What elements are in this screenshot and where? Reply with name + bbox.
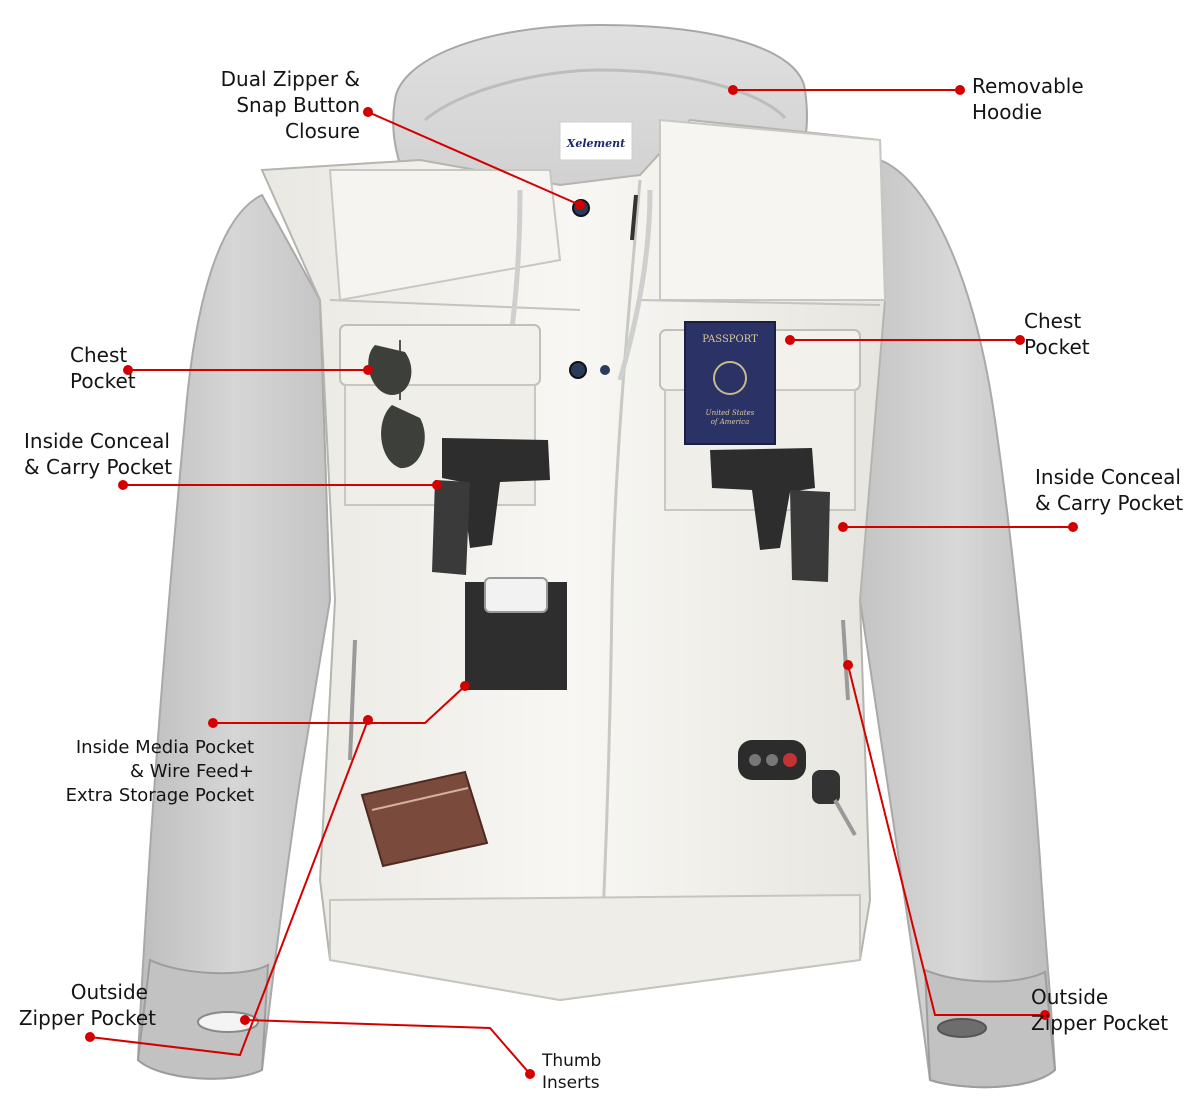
leader-zipper-left [89,719,369,1057]
passport-illustration [684,321,776,445]
brand-tag-text: Xelement [566,137,625,150]
passport-country-2: of America [711,418,750,426]
sunglasses-illustration [368,340,425,469]
label-chest-pocket-left: Chest Pocket [70,343,136,393]
label-media-pocket: Inside Media Pocket & Wire Feed+ Extra S… [65,737,254,806]
label-dual-zipper: Dual Zipper & Snap Button Closure [220,67,360,143]
side-zipper-left [348,639,357,761]
right-sleeve [858,158,1057,1089]
label-removable-hoodie: Removable Hoodie [972,74,1084,124]
label-chest-pocket-right: Chest Pocket [1024,309,1090,359]
label-thumb-inserts: Thumb Inserts [542,1051,602,1093]
passport-country-1: United States [706,409,755,417]
leader-dual-zipper [367,111,581,206]
callout-lines [89,89,1073,1075]
left-sleeve [136,193,332,1080]
label-conceal-right: Inside Conceal & Carry Pocket [1035,465,1184,515]
right-cuff [923,968,1057,1089]
label-zipper-pocket-left: Outside Zipper Pocket [18,980,156,1030]
callout-dots [85,85,1078,1079]
pistol-left-illustration [432,438,550,575]
leader-thumb-inserts [244,1019,531,1075]
passport-title: PASSPORT [702,334,758,345]
side-zipper-right [841,619,850,701]
snap-button-mid [569,361,587,379]
car-key-illustration [738,740,857,836]
wallet-illustration [360,770,489,868]
leader-media-pocket [213,685,466,724]
thumb-hole-right [937,1018,987,1038]
pistol-right-illustration [710,448,830,582]
media-pocket-illustration [465,577,567,690]
brand-tag [559,121,633,161]
label-conceal-left: Inside Conceal & Carry Pocket [24,429,173,479]
label-zipper-pocket-right: Outside Zipper Pocket [1031,985,1169,1035]
leader-zipper-right [847,664,1045,1016]
